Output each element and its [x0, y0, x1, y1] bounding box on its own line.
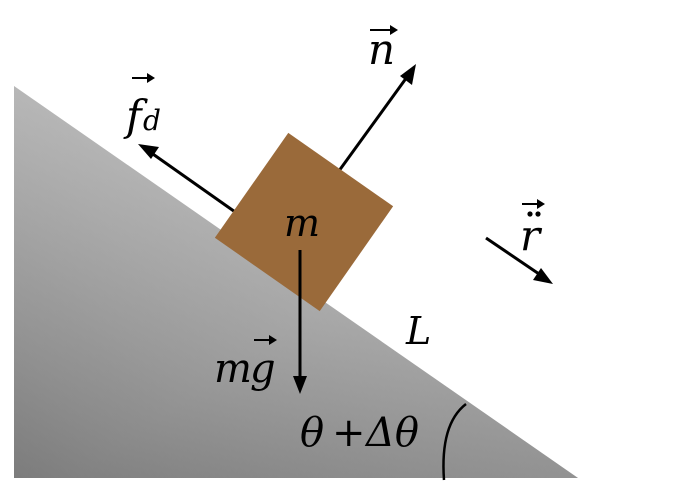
- block: [214, 132, 394, 312]
- svg-text:m: m: [214, 346, 252, 392]
- angle-label: θ + Δθ: [300, 410, 419, 456]
- normal-force-arrow: [334, 64, 416, 176]
- mass-label: m: [284, 201, 320, 245]
- svg-text:r: r: [520, 211, 543, 260]
- vector-arrow-icon: [254, 335, 277, 345]
- svg-text:g: g: [250, 346, 276, 392]
- length-label: L: [405, 309, 431, 353]
- angle-operator: +: [332, 410, 366, 456]
- vector-arrow-icon: [522, 199, 545, 209]
- double-dot-icon: [527, 211, 541, 217]
- angle-arc: [442, 403, 467, 481]
- vector-arrow-icon: [370, 25, 398, 35]
- weight-label: m g: [214, 335, 277, 392]
- friction-force-arrow: [138, 144, 239, 216]
- acceleration-label: r: [520, 199, 545, 260]
- vector-arrow-icon: [132, 73, 155, 83]
- angle-delta: Δθ: [364, 410, 419, 456]
- weight-arrow: [293, 250, 307, 394]
- friction-force-label: f d: [123, 73, 161, 140]
- normal-force-label: n: [368, 25, 398, 74]
- acceleration-arrow: [485, 236, 553, 284]
- svg-text:θ: θ: [300, 410, 324, 456]
- svg-text:d: d: [143, 104, 161, 137]
